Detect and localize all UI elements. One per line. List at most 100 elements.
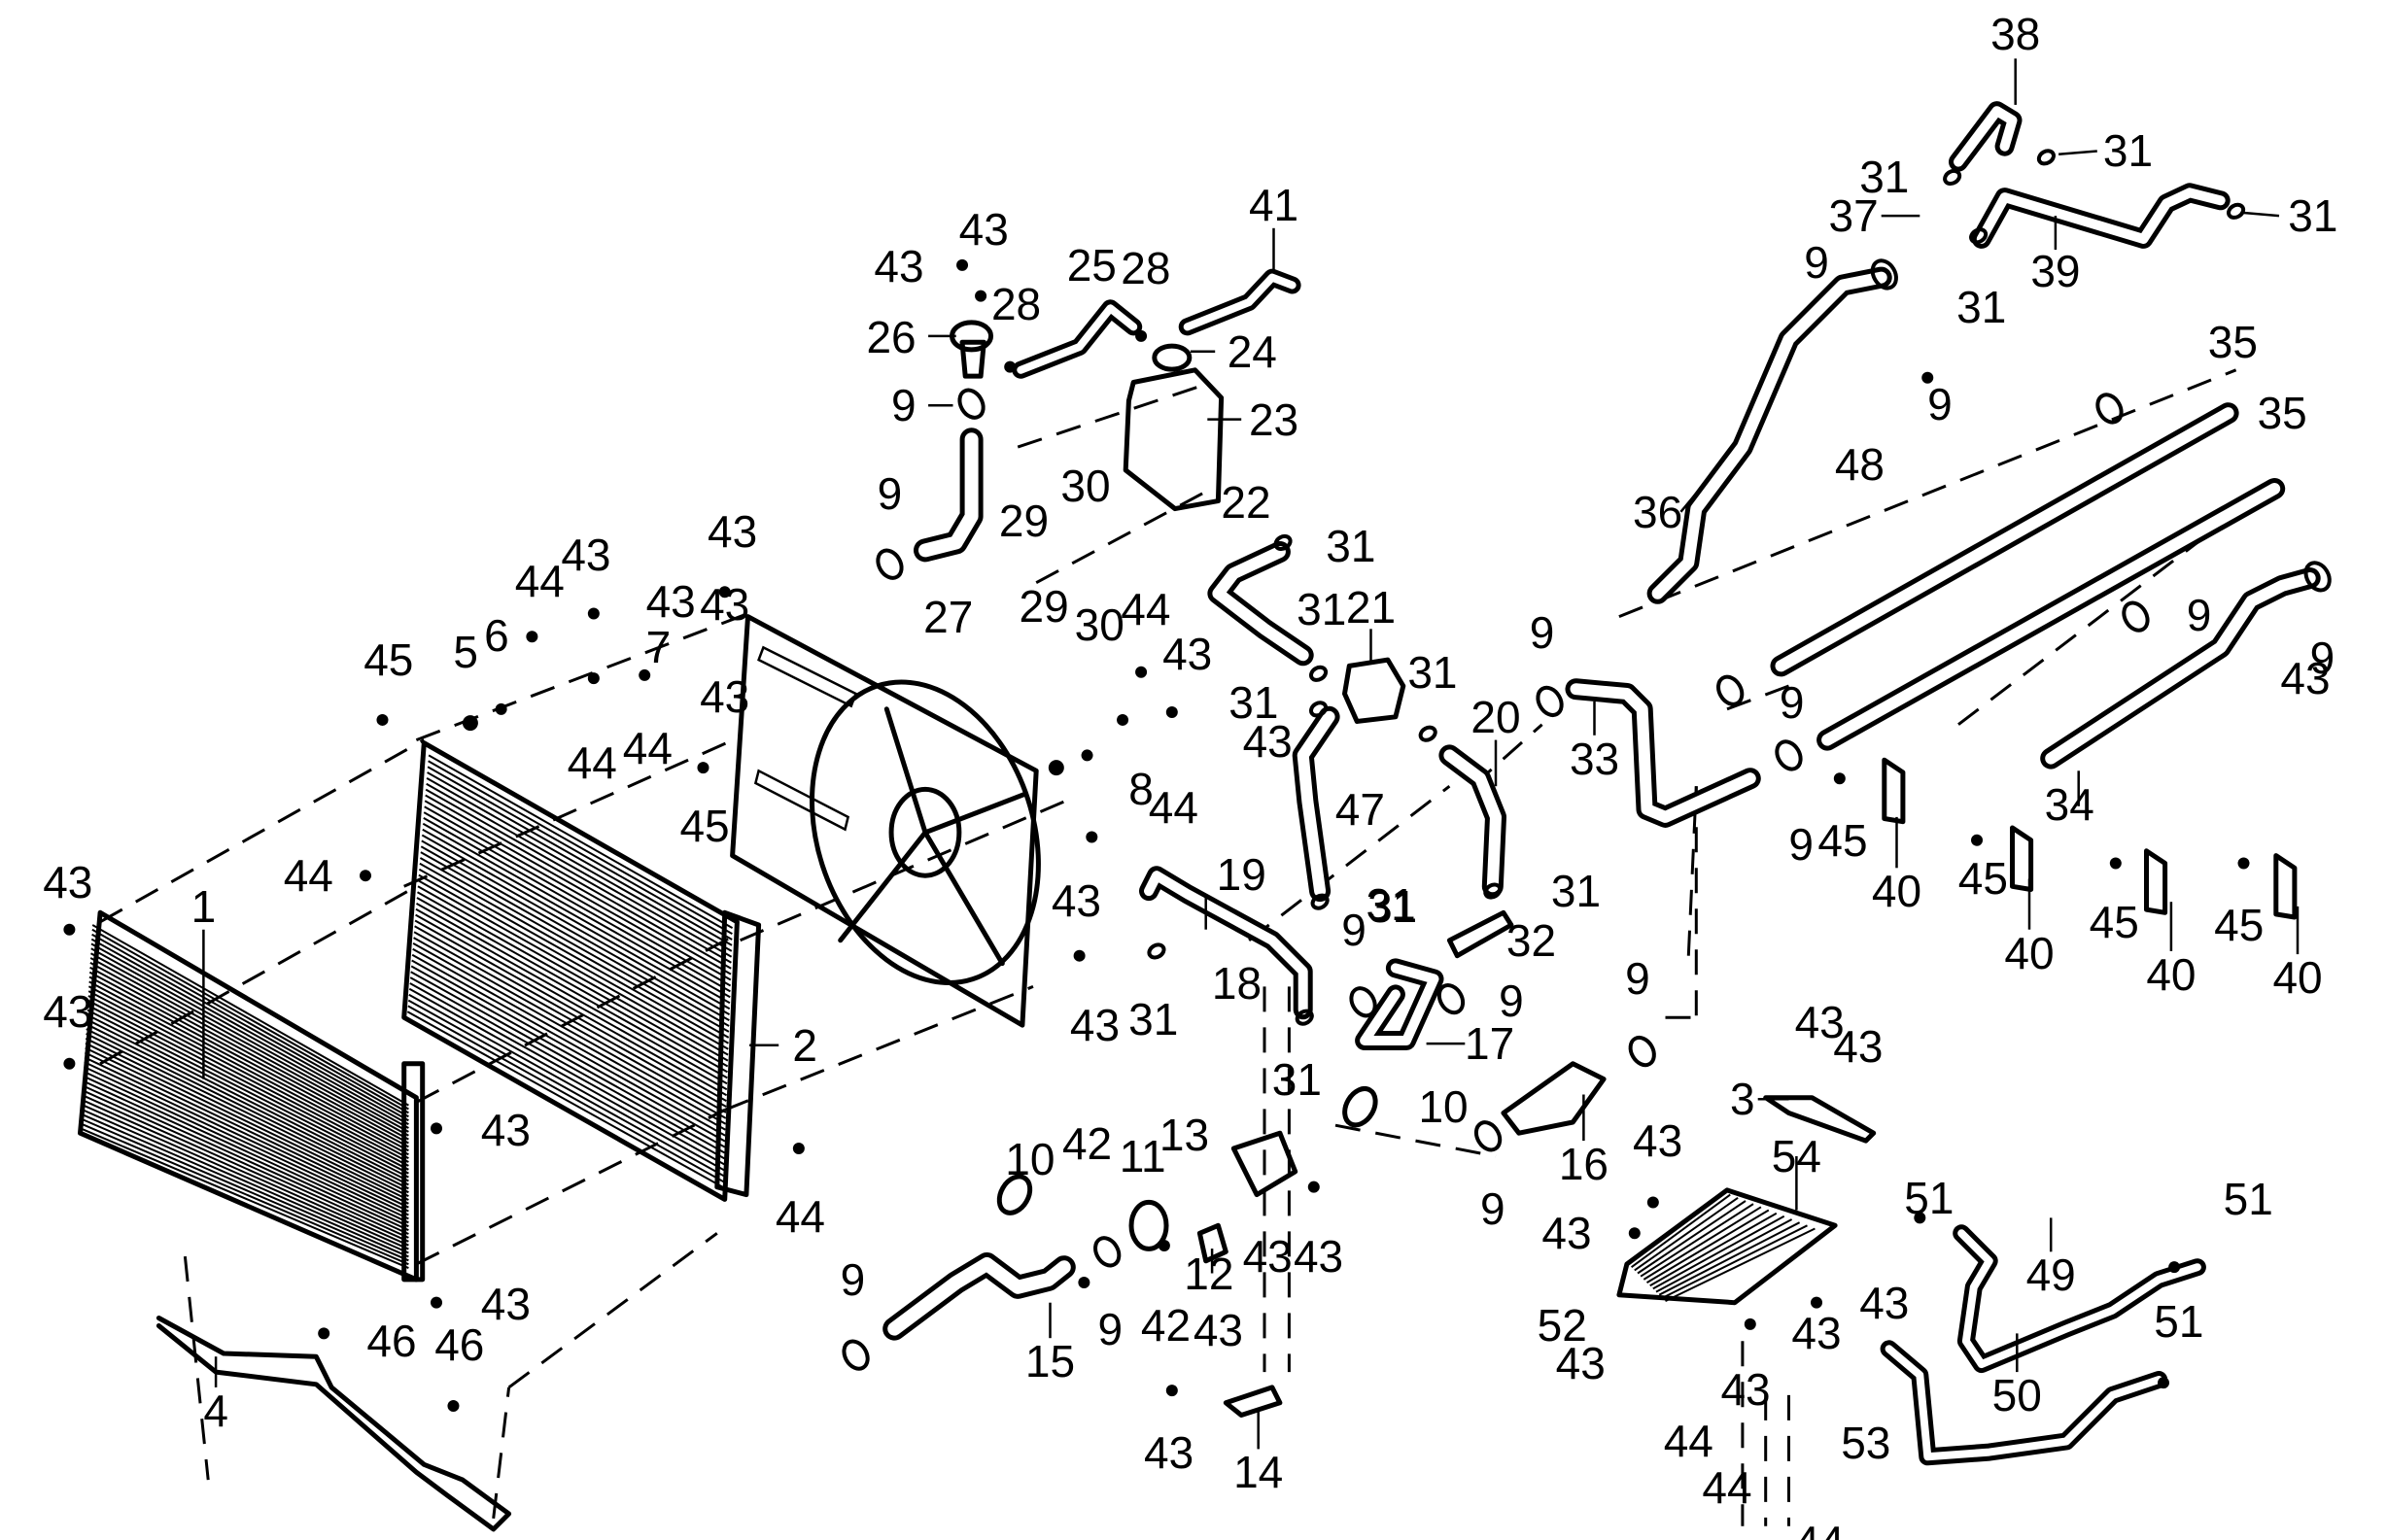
- radiator-fin: [413, 937, 727, 1113]
- radiator-fin: [420, 851, 730, 1027]
- small-clamp-icon: [1969, 227, 1989, 245]
- bracket-3: [1763, 1095, 1877, 1144]
- radiator-fin: [417, 885, 729, 1062]
- callout-43: 43: [2280, 653, 2331, 704]
- callout-40: 40: [2146, 948, 2197, 1000]
- leader-line: [2243, 211, 2280, 218]
- callout-54: 54: [1771, 1130, 1821, 1181]
- callout-32: 32: [1505, 914, 1557, 966]
- valve-21: [1342, 657, 1406, 724]
- radiator-fin: [426, 777, 733, 952]
- radiator-fin: [408, 993, 725, 1172]
- hose-22-core: [1212, 546, 1309, 662]
- leader-lines: [202, 58, 2300, 1450]
- grommet-icon: [462, 715, 478, 732]
- fastener-icon: [1921, 371, 1934, 384]
- fastener-icon: [2168, 1261, 2181, 1274]
- condenser-fin: [83, 1070, 409, 1224]
- callout-40: 40: [1871, 866, 1922, 917]
- callout-44: 44: [775, 1190, 826, 1242]
- hose-clamp-icon: [1775, 739, 1803, 771]
- hose-clamp-icon: [1093, 1236, 1122, 1268]
- callout-43: 43: [1193, 1305, 1243, 1356]
- condenser-fin: [84, 1066, 409, 1220]
- radiator-fin: [412, 947, 727, 1125]
- heater-core-fin: [1643, 1206, 1762, 1281]
- heater-core-fin: [1665, 1227, 1816, 1302]
- callout-10: 10: [1005, 1134, 1055, 1185]
- fastener-icon: [1078, 1277, 1090, 1289]
- seal-ring-10b: [1342, 1085, 1378, 1128]
- condenser-fin: [87, 995, 409, 1163]
- condenser-fin: [87, 985, 409, 1156]
- small-clamp-icon: [1943, 168, 1962, 187]
- callout-45: 45: [363, 634, 414, 686]
- small-clamp-icon: [1483, 882, 1503, 900]
- callout-53: 53: [1841, 1418, 1891, 1469]
- condenser-fin: [85, 1042, 409, 1201]
- callout-43: 43: [480, 1104, 531, 1155]
- fastener-icon: [1744, 1318, 1756, 1330]
- hose-38-core: [1954, 106, 2018, 167]
- callout-48: 48: [1834, 438, 1885, 490]
- callout-9: 9: [2186, 590, 2212, 641]
- fastener-icon: [639, 668, 651, 681]
- condenser-fin: [81, 1117, 409, 1262]
- callout-39: 39: [2030, 246, 2081, 297]
- fan-spoke: [838, 830, 928, 943]
- heater-hose-50-core: [1885, 1345, 2163, 1461]
- hose-clamp-icon: [1870, 258, 1898, 291]
- callout-43: 43: [1293, 1231, 1344, 1283]
- callout-2: 2: [792, 1019, 817, 1071]
- callout-15: 15: [1024, 1335, 1076, 1386]
- radiator-fin: [407, 1005, 724, 1183]
- radiator-fin: [416, 903, 728, 1079]
- callout-51: 51: [2154, 1295, 2204, 1347]
- hose-clamp-icon: [1716, 674, 1745, 706]
- callout-43: 43: [1633, 1115, 1683, 1167]
- callout-43: 43: [1794, 996, 1845, 1047]
- callout-8: 8: [1128, 764, 1154, 815]
- small-clamp-icon: [1308, 701, 1329, 718]
- fastener-icon: [526, 631, 538, 643]
- radiator-fin: [414, 925, 727, 1102]
- condenser-fin: [82, 1099, 409, 1247]
- assembly-guide-line: [99, 738, 426, 924]
- callout-31: 31: [1128, 993, 1179, 1044]
- fastener-icon: [1073, 949, 1086, 962]
- heater-core-fin: [1649, 1212, 1778, 1287]
- fan-spoke: [922, 830, 1005, 967]
- callout-9: 9: [1480, 1182, 1505, 1234]
- callout-43: 43: [1859, 1277, 1910, 1328]
- callout-43: 43: [700, 671, 750, 723]
- callout-43: 43: [1051, 874, 1102, 926]
- radiator-fin: [406, 1010, 724, 1188]
- condenser-fin: [86, 1018, 409, 1182]
- callout-43: 43: [708, 506, 758, 558]
- callout-44: 44: [283, 850, 333, 902]
- condenser-fin: [88, 980, 409, 1152]
- radiator-fin: [412, 942, 727, 1119]
- condenser-fin: [88, 971, 409, 1145]
- fastener-icon: [1307, 1181, 1320, 1193]
- callout-10: 10: [1418, 1081, 1469, 1133]
- fastener-icon: [360, 870, 372, 882]
- callout-1: 1: [190, 880, 217, 932]
- vent-hose-41-core: [1183, 273, 1297, 331]
- water-outlet-13: [1230, 1130, 1298, 1198]
- callout-31: 31: [2102, 125, 2154, 177]
- callout-23: 23: [1248, 394, 1299, 445]
- callout-43: 43: [958, 204, 1009, 256]
- radiator-fin: [415, 913, 728, 1091]
- seal-ring-10a: [996, 1174, 1033, 1215]
- radiator-fin: [415, 907, 728, 1085]
- fan-ring: [810, 679, 1041, 986]
- assembly-guide-line: [1248, 785, 1451, 941]
- callout-43: 43: [1144, 1426, 1194, 1478]
- callout-25: 25: [1066, 239, 1117, 291]
- callout-9: 9: [840, 1253, 866, 1305]
- callout-43: 43: [1555, 1337, 1606, 1388]
- fastener-icon: [1135, 329, 1148, 342]
- callout-43: 43: [1242, 1231, 1293, 1283]
- callout-43: 43: [1791, 1308, 1842, 1359]
